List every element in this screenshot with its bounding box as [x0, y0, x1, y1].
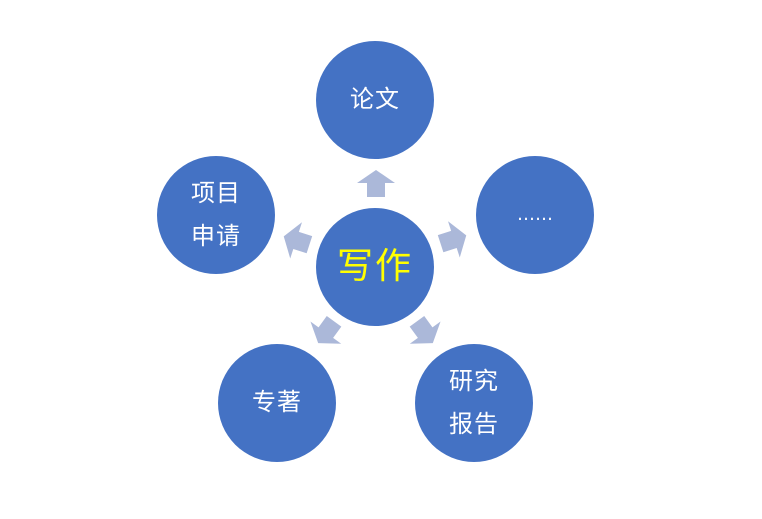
node-label-line-2: 报告 — [449, 410, 499, 438]
node-label: 论文 — [350, 85, 400, 114]
node-label-line-1: 项目 — [191, 178, 241, 207]
node-top: 论文 — [316, 41, 434, 159]
arrow-to-bottom-right — [409, 316, 441, 344]
node-bottom-left: 专著 — [218, 344, 336, 462]
node-label: …… — [517, 203, 553, 225]
center-label: 写作 — [336, 246, 413, 288]
node-label: 专著 — [252, 388, 302, 417]
arrow-to-right — [437, 221, 467, 258]
node-bottom-right: 研究 报告 — [415, 344, 533, 462]
node-center: 写作 — [316, 208, 434, 326]
node-right: …… — [476, 156, 594, 274]
node-label-line-2: 申请 — [191, 222, 241, 250]
node-left: 项目 申请 — [157, 156, 275, 274]
arrow-to-bottom-left — [310, 316, 342, 344]
arrow-to-left — [283, 222, 313, 259]
node-label-line-1: 研究 — [449, 366, 499, 395]
arrow-to-top — [357, 170, 395, 197]
